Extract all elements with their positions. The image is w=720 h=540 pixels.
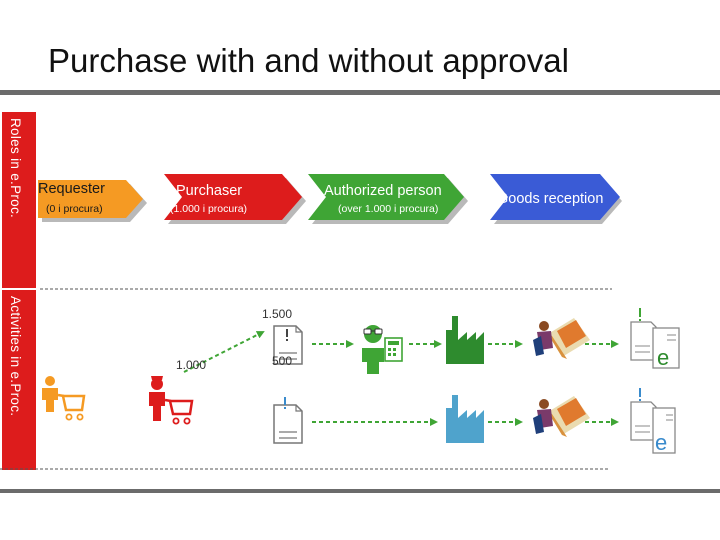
role-requester-name: Requester xyxy=(38,181,105,197)
e-invoice-icon-lower: e xyxy=(630,388,676,455)
role-chevron-authorized xyxy=(308,174,468,224)
role-purchaser-name: Purchaser xyxy=(176,183,243,199)
factory-icon-upper xyxy=(446,316,484,364)
amount-direct-flow: 500 xyxy=(272,354,293,368)
role-chevron-purchaser xyxy=(164,174,306,224)
role-authorized-name: Authorized person xyxy=(324,183,442,199)
role-goods-name: Goods reception xyxy=(497,191,604,207)
role-authorized-limit: (over 1.000 i procura) xyxy=(338,203,439,215)
bottom-divider xyxy=(0,489,720,493)
svg-text:e: e xyxy=(655,430,667,455)
role-chevron-requester xyxy=(38,180,147,222)
requester-cart-icon xyxy=(42,376,86,421)
amount-approval-flow: 1.500 xyxy=(262,307,293,321)
svg-text:e: e xyxy=(657,345,669,370)
activities-section-label: Activities in e.Proc. xyxy=(8,296,23,417)
roles-section-bar: Roles in e.Proc. xyxy=(2,112,36,288)
purchaser-cart-icon xyxy=(149,376,194,425)
delivery-worker-icon-upper xyxy=(533,318,590,359)
delivery-worker-icon-lower xyxy=(533,396,590,437)
role-chevron-goods xyxy=(490,174,622,224)
order-form-icon-lower xyxy=(273,397,303,444)
approver-person-icon xyxy=(362,325,403,374)
activities-section-bar: Activities in e.Proc. xyxy=(2,290,36,470)
top-divider xyxy=(0,90,720,95)
amount-purchaser: 1.000 xyxy=(176,358,207,372)
role-purchaser-limit: (1.000 i procura) xyxy=(170,203,248,215)
factory-icon-lower xyxy=(446,395,484,443)
escalation-arrow xyxy=(183,331,265,373)
roles-section-label: Roles in e.Proc. xyxy=(8,118,23,219)
role-requester-limit: (0 i procura) xyxy=(46,203,103,215)
slide-title: Purchase with and without approval xyxy=(48,42,569,79)
e-invoice-icon-upper: e xyxy=(630,308,680,370)
order-form-icon-upper xyxy=(273,325,303,365)
